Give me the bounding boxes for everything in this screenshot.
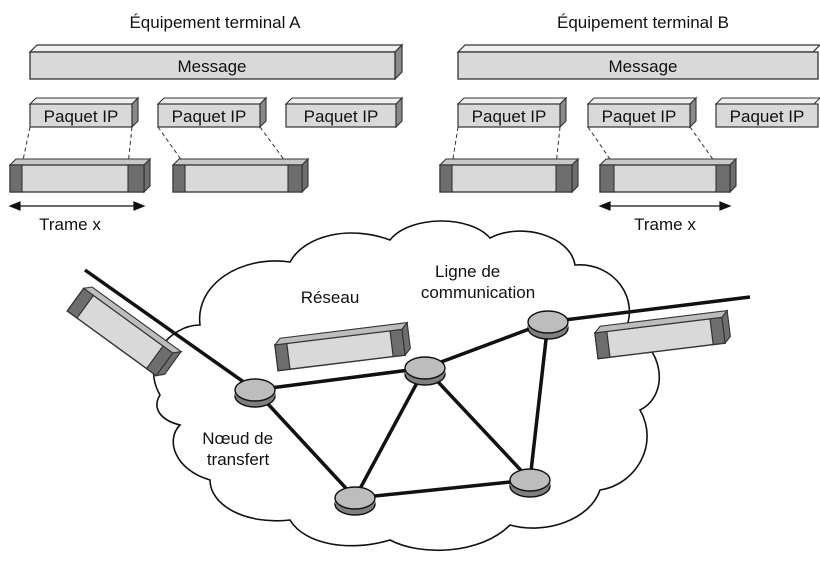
terminal-a-title: Équipement terminal A [129,13,301,32]
node [334,486,376,516]
node-label: Nœud de transfert [202,429,278,469]
svg-text:Paquet IP: Paquet IP [472,107,547,126]
svg-text:Paquet IP: Paquet IP [304,107,379,126]
frame-box [438,157,580,194]
link-b-e [423,366,532,482]
node-label-line1: Nœud de [202,429,273,448]
link-external-a [83,268,257,392]
network-cloud [152,220,661,552]
terminal-a-frame-label: Trame x [39,215,101,234]
link-b-d [353,367,427,499]
packet-box: Paquet IP [714,97,820,128]
svg-text:Message: Message [178,57,247,76]
cloud-label: Réseau [301,288,360,307]
link-c-external [547,295,751,324]
packet-box: Paquet IP [28,96,140,129]
link-d-e [354,478,531,500]
frame-in-transit [66,286,183,377]
node [404,356,446,386]
packet-box: Paquet IP [456,96,568,129]
link-a-d [253,388,357,500]
node [234,378,276,408]
svg-text:Message: Message [609,57,678,76]
svg-text:Paquet IP: Paquet IP [730,107,805,126]
line-label-line1: Ligne de [435,262,500,281]
packet-box: Paquet IP [156,96,268,129]
frame-in-transit [593,309,731,360]
svg-text:Paquet IP: Paquet IP [44,107,119,126]
frame-box [8,157,152,194]
terminal-a-packets: Paquet IP Paquet IP Paquet IP [28,96,404,129]
frame-span-arrow-a [8,201,146,211]
terminal-a-message: Message [28,43,404,81]
node [509,468,551,498]
line-label-line2: communication [421,283,535,302]
node [527,310,569,340]
terminal-b-message: Message [456,44,820,80]
frame-box [171,157,310,194]
packet-box: Paquet IP [586,96,698,129]
frame-span-arrow-b [598,201,732,211]
frame-in-transit [273,321,411,372]
link-c-e [528,321,550,481]
link-a-b [254,366,426,392]
frame-box [598,157,738,194]
line-label: Ligne de communication [421,262,535,302]
packet-box: Paquet IP [284,96,404,129]
terminal-b-title: Équipement terminal B [557,13,729,32]
terminal-b-packets: Paquet IP Paquet IP Paquet IP [456,96,820,129]
terminal-b-frame-label: Trame x [634,215,696,234]
svg-text:Paquet IP: Paquet IP [172,107,247,126]
links [83,268,751,500]
svg-text:Paquet IP: Paquet IP [602,107,677,126]
node-label-line2: transfert [207,450,270,469]
